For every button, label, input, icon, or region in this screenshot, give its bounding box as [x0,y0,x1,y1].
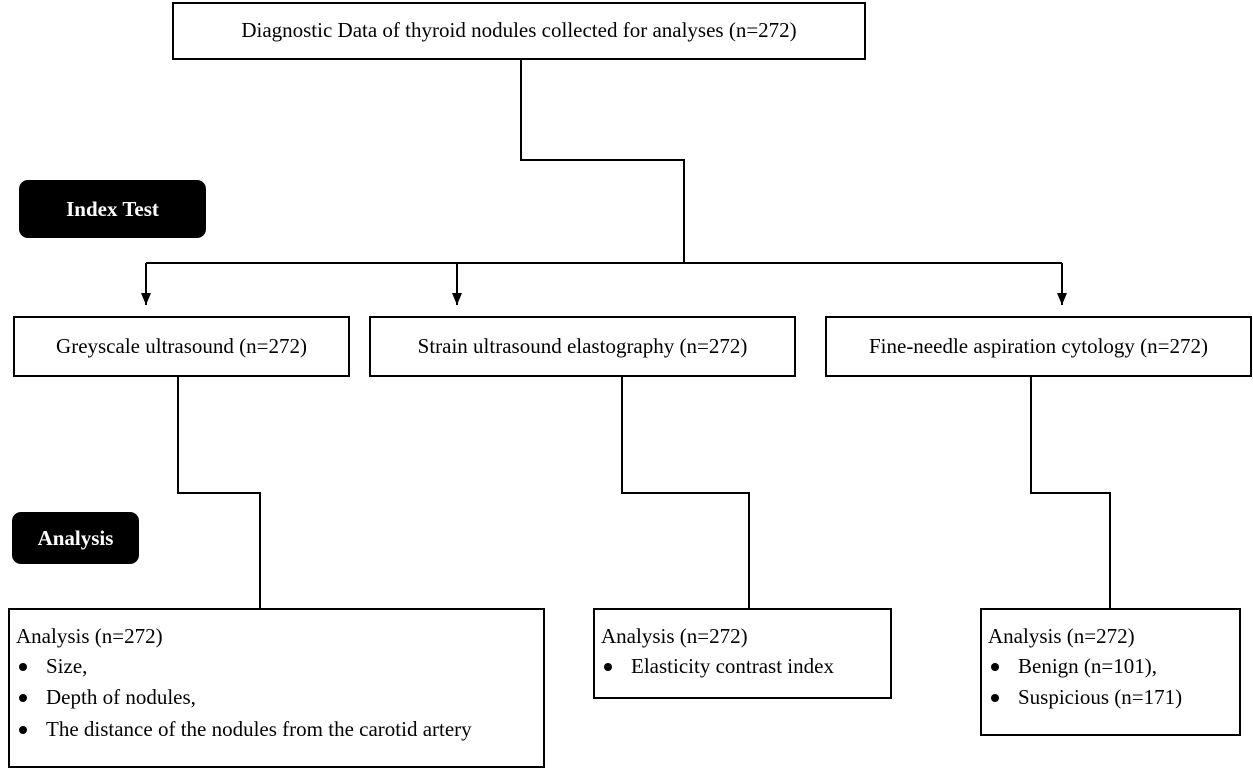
analysis-box-fnac: Analysis (n=272) Benign (n=101), Suspici… [980,608,1241,736]
connector-greyscale-analysis [177,376,261,608]
greyscale-ultrasound-label: Greyscale ultrasound (n=272) [56,333,307,358]
list-item: Suspicious (n=171) [988,685,1239,710]
analysis-title: Analysis (n=272) [16,624,163,648]
list-item: Benign (n=101), [988,654,1239,679]
analysis-list: Benign (n=101), Suspicious (n=171) [988,654,1239,710]
fnac-box: Fine-needle aspiration cytology (n=272) [825,316,1252,377]
analysis-title: Analysis (n=272) [988,624,1135,648]
analysis-list: Elasticity contrast index [601,654,890,679]
greyscale-ultrasound-box: Greyscale ultrasound (n=272) [13,316,350,377]
list-item: Depth of nodules, [16,685,543,710]
list-item: Elasticity contrast index [601,654,890,679]
list-item: Size, [16,654,543,679]
strain-elastography-label: Strain ultrasound elastography (n=272) [417,333,748,358]
top-connector [520,60,685,263]
strain-elastography-box: Strain ultrasound elastography (n=272) [369,316,796,377]
analysis-list: Size, Depth of nodules, The distance of … [16,654,543,742]
connector-fnac-analysis [1030,376,1111,608]
fnac-label: Fine-needle aspiration cytology (n=272) [868,333,1208,358]
index-test-label: Index Test [66,196,159,221]
analysis-badge: Analysis [12,512,139,564]
analysis-title: Analysis (n=272) [601,624,748,648]
analysis-box-greyscale: Analysis (n=272) Size, Depth of nodules,… [8,608,545,768]
top-box-label: Diagnostic Data of thyroid nodules colle… [241,18,797,43]
connector-strain-analysis [621,376,750,608]
top-box: Diagnostic Data of thyroid nodules colle… [172,2,866,60]
analysis-stage-label: Analysis [37,525,114,550]
analysis-box-strain: Analysis (n=272) Elasticity contrast ind… [593,608,892,699]
index-test-badge: Index Test [19,180,206,238]
list-item: The distance of the nodules from the car… [16,717,543,742]
